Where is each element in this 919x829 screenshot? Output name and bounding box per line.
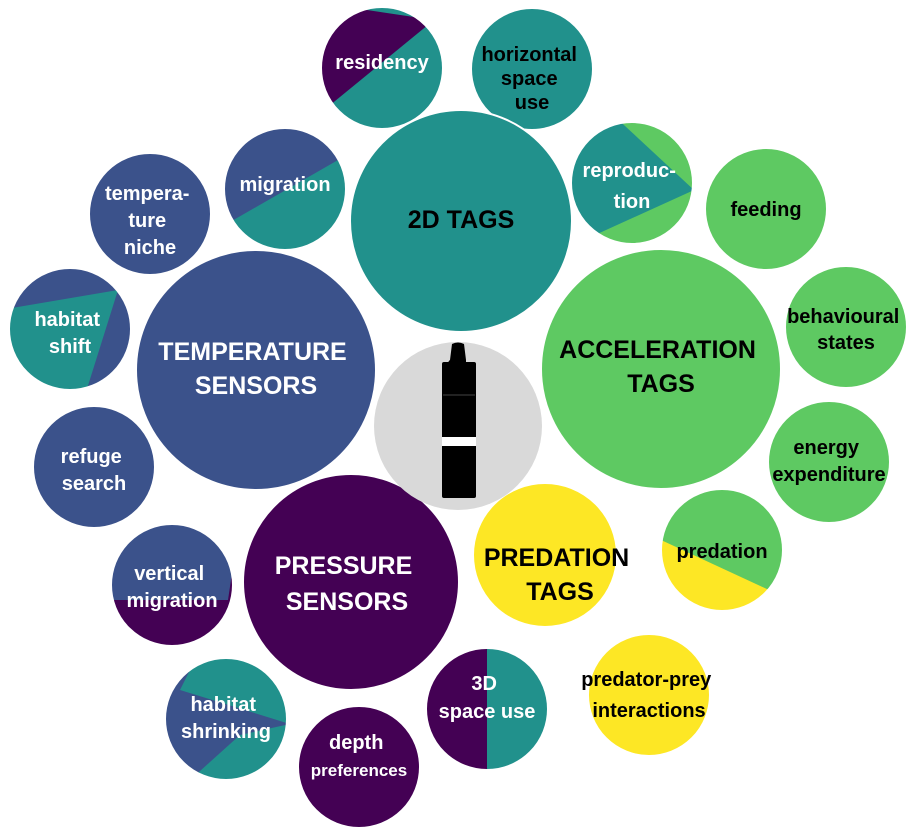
depth-preferences-circle-base <box>298 706 420 828</box>
habitat-shrinking-blue-segment <box>165 658 287 780</box>
energy-expenditure-circle-outline <box>767 400 891 524</box>
temperature-sensors-circle <box>135 249 377 491</box>
habitat-shift-label: habitat shift <box>34 309 105 358</box>
behavioural-states-circle <box>784 265 908 389</box>
vertical-migration-circle <box>110 523 234 647</box>
behavioural-states-circle-outline <box>784 265 908 389</box>
temperature-niche-circle-outline <box>88 152 212 276</box>
depth-preferences-label: depth preferences <box>311 732 407 780</box>
pressure-sensors-label: PRESSURE SENSORS <box>275 552 420 616</box>
tags-2d-label: 2D TAGS <box>408 206 515 234</box>
horizontal-space-use-label: horizontal space use <box>481 44 582 114</box>
refuge-search-blue <box>32 405 156 529</box>
habitat-shrinking-blue <box>164 657 288 781</box>
pressure-sensors-circle <box>242 473 460 691</box>
predator-prey-label: predator-prey interactions <box>581 669 717 722</box>
habitat-shift-teal-outline <box>8 267 132 391</box>
acceleration-tags-circle <box>540 248 782 490</box>
temperature-sensors-label: TEMPERATURE SENSORS <box>158 338 353 400</box>
space-3d-label: 3D space use <box>439 673 536 723</box>
center-hub <box>374 342 542 510</box>
energy-expenditure-circle <box>767 400 891 524</box>
habitat-shift-teal <box>8 267 132 391</box>
depth-preferences-circle <box>297 705 421 829</box>
temperature-niche-circle-base <box>89 153 211 275</box>
predation-tags-circle <box>472 482 618 628</box>
habitat-shift-teal-segment <box>9 268 131 390</box>
acoustic-tag-icon <box>442 342 476 498</box>
predation-circle-outline <box>660 488 784 612</box>
predator-prey-circle-outline <box>587 633 711 757</box>
tags-2d-circle <box>349 109 573 333</box>
behavioural-states-label: behavioural states <box>787 306 905 354</box>
temperature-niche-circle <box>88 152 212 276</box>
migration-circle-outline <box>223 127 347 251</box>
energy-expenditure-label: energy expenditure <box>772 437 885 486</box>
horizontal-space-use-circle-outline <box>470 7 594 131</box>
reproduction-green-circle <box>570 121 694 245</box>
vertical-migration-circle-outline <box>110 523 234 647</box>
vertical-migration-circle-segment <box>111 524 233 600</box>
refuge-search-blue-base <box>33 406 155 528</box>
residency-label: residency <box>335 52 429 74</box>
horizontal-space-use-circle-base <box>471 8 593 130</box>
habitat-shrinking-label: habitat shrinking <box>181 694 271 743</box>
main-circles <box>135 109 782 691</box>
main-labels: 2D TAGS TEMPERATURE SENSORS ACCELERATION… <box>158 206 763 616</box>
residency-circle <box>320 6 444 130</box>
predation-circle <box>660 488 784 612</box>
depth-preferences-circle-outline <box>297 705 421 829</box>
refuge-search-label: refuge search <box>61 446 128 495</box>
acceleration-tags-label: ACCELERATION TAGS <box>559 336 763 398</box>
reproduction-label: reproduc- tion <box>583 160 682 213</box>
feeding-circle-base <box>705 148 827 270</box>
predation-label: predation <box>676 541 767 563</box>
predation-tags-label: PREDATION TAGS <box>484 544 636 606</box>
migration-label: migration <box>239 174 330 196</box>
habitat-shrinking-blue-outline <box>164 657 288 781</box>
residency-circle-outline <box>320 6 444 130</box>
feeding-circle <box>704 147 828 271</box>
reproduction-green-circle-outline <box>570 121 694 245</box>
predator-prey-circle <box>587 633 711 757</box>
energy-expenditure-circle-base <box>768 401 890 523</box>
feeding-label: feeding <box>730 199 801 221</box>
application-labels: residency horizontal space use reproduc-… <box>34 44 905 780</box>
predator-prey-circle-base <box>588 634 710 756</box>
refuge-search-blue-outline <box>32 405 156 529</box>
behavioural-states-circle-base <box>785 266 907 388</box>
vertical-migration-label: vertical migration <box>126 563 217 612</box>
reproduction-green-circle-segment <box>571 122 693 244</box>
temperature-niche-label: tempera- ture niche <box>105 183 195 259</box>
feeding-circle-outline <box>704 147 828 271</box>
horizontal-space-use-circle <box>470 7 594 131</box>
space-3d-circle-outline <box>425 647 549 771</box>
